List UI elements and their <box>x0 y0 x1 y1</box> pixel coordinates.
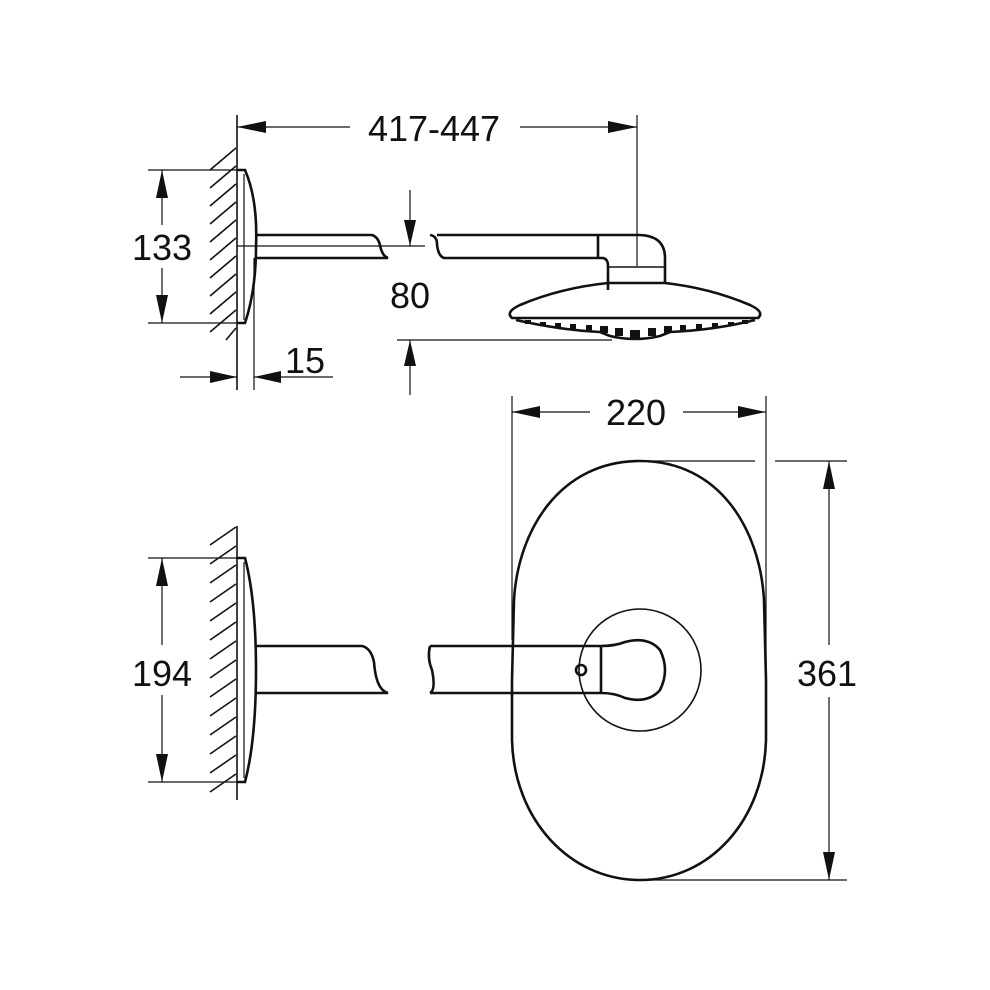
label-head-width: 220 <box>606 392 666 433</box>
wall-hatching-bottom <box>209 526 237 793</box>
dim-rosette-height-bottom: 194 <box>132 557 240 783</box>
dim-rosette-depth: 15 <box>180 258 333 390</box>
dim-head-length: 361 <box>640 460 857 881</box>
label-rosette-height-bottom: 194 <box>132 653 192 694</box>
arm-head-joint <box>600 638 667 702</box>
arm-right <box>429 233 610 290</box>
nozzles <box>525 320 748 338</box>
label-rosette-depth: 15 <box>285 340 325 381</box>
dim-arm-length: 417-447 <box>237 108 638 266</box>
dim-rosette-height-top: 133 <box>132 169 240 324</box>
shower-head-top <box>508 281 762 320</box>
arm-elbow <box>639 233 667 283</box>
label-rosette-height-top: 133 <box>132 227 192 268</box>
bottom-side-view: 194 <box>132 526 389 800</box>
arm-bottom-left <box>256 644 389 695</box>
label-head-length: 361 <box>797 653 857 694</box>
rosette-top <box>237 168 258 325</box>
dim-arm-drop: 80 <box>390 190 612 395</box>
arm-break <box>427 645 435 695</box>
dim-head-width: 220 <box>511 392 767 680</box>
set-screw-icon <box>574 663 588 677</box>
arm-left <box>256 233 389 260</box>
wall-hatching <box>209 147 237 341</box>
connector-ring <box>578 608 702 732</box>
shower-head-front <box>510 459 768 882</box>
label-arm-drop: 80 <box>390 275 430 316</box>
rosette-bottom <box>237 556 258 784</box>
label-arm-length: 417-447 <box>368 108 500 149</box>
top-side-view: 417-447 133 80 15 <box>132 108 762 395</box>
front-view: 220 361 <box>427 392 857 882</box>
